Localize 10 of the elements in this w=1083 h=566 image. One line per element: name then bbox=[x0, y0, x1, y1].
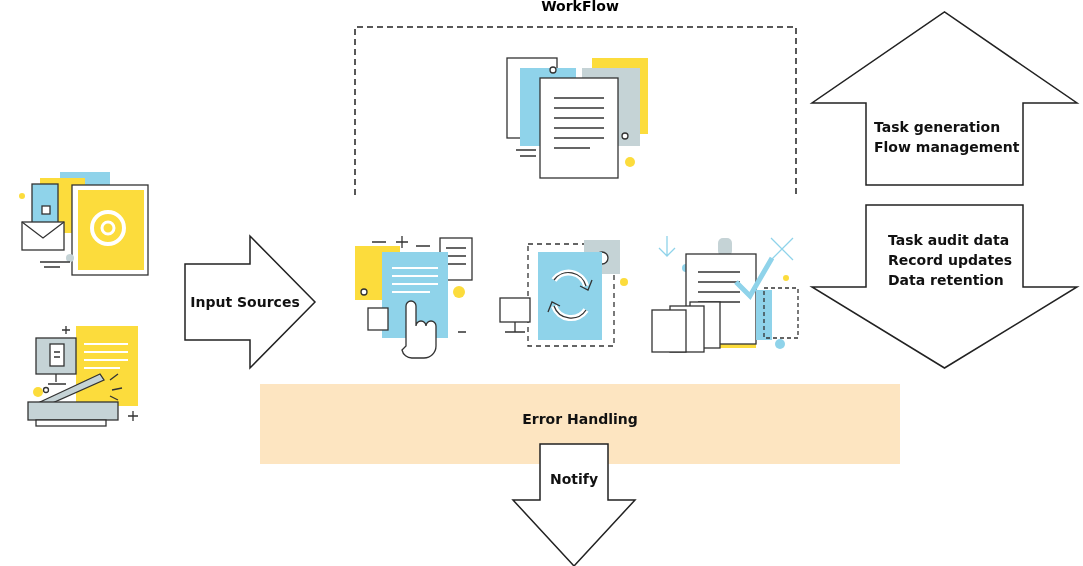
node-label: Task generation bbox=[874, 118, 1002, 137]
node-label: Flow management bbox=[874, 138, 1021, 157]
node-label: Input Sources bbox=[189, 293, 301, 312]
diagram-title: WorkFlow bbox=[540, 0, 620, 14]
node-label: Record updates bbox=[888, 251, 1013, 270]
node-label: Data retention bbox=[888, 271, 1005, 290]
node-label: Task audit data bbox=[888, 231, 1011, 250]
node-label: Error Handling bbox=[521, 410, 639, 429]
error-band bbox=[260, 384, 900, 464]
node-label: Notify bbox=[548, 470, 599, 489]
